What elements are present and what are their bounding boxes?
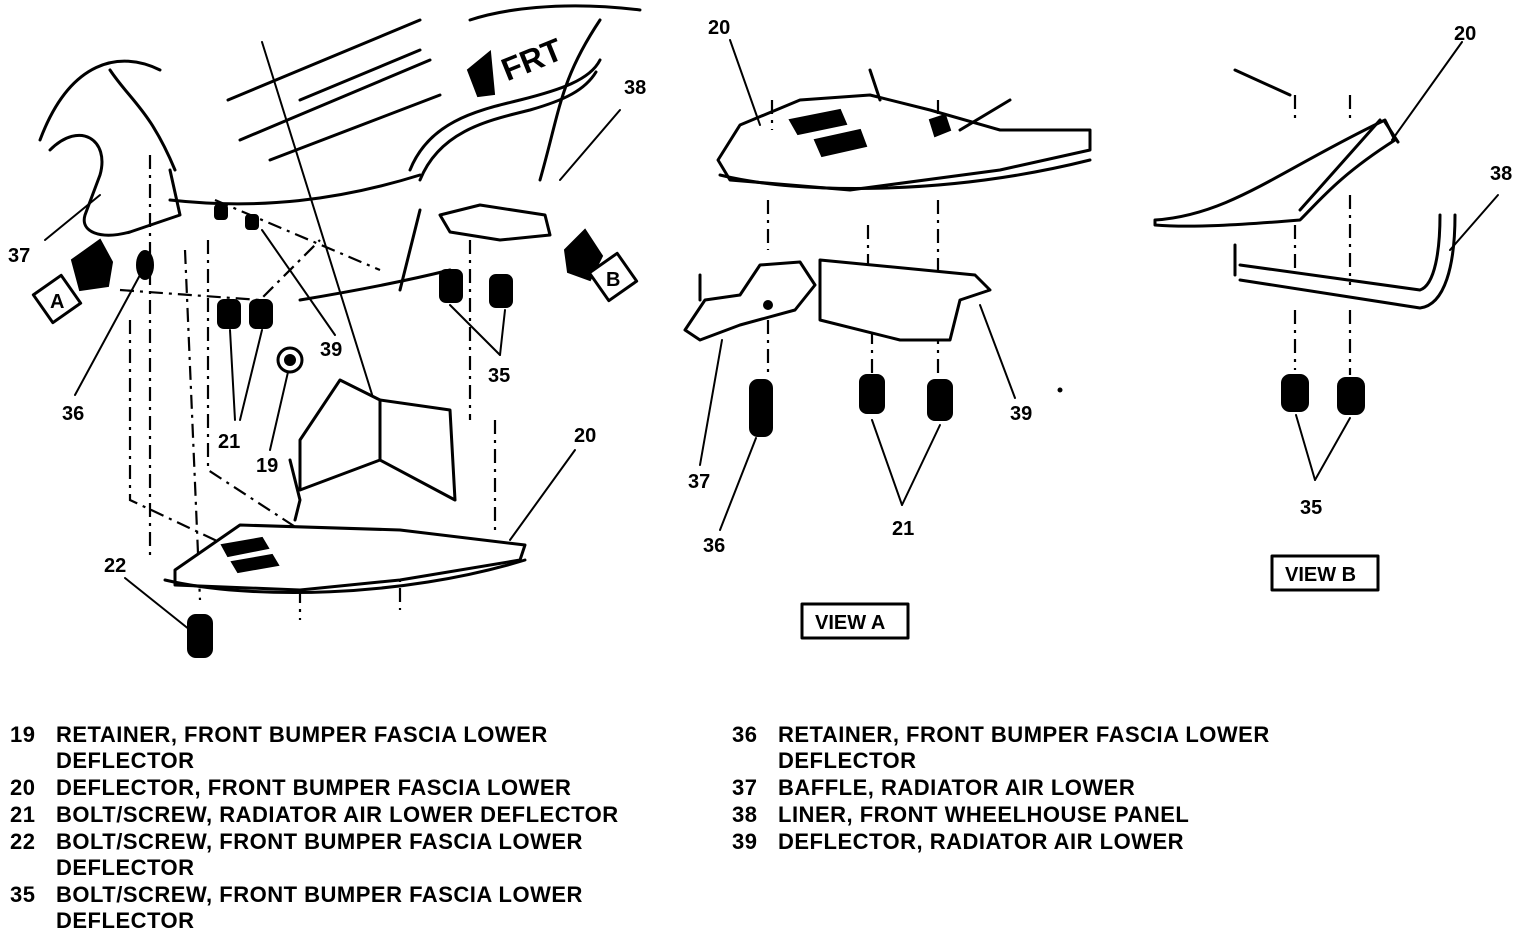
fastener-22-main — [187, 614, 213, 658]
view-b-callout-38: 38 — [1490, 163, 1512, 185]
view-b: 20 38 35 VIEW B — [1153, 23, 1512, 592]
legend-desc: RETAINER, FRONT BUMPER FASCIA LOWER DEFL… — [778, 722, 1270, 773]
legend-item: 19 RETAINER, FRONT BUMPER FASCIA LOWER DE… — [10, 722, 690, 774]
legend-desc: BOLT/SCREW, FRONT BUMPER FASCIA LOWER DE… — [56, 882, 583, 933]
legend-num: 21 — [10, 802, 36, 827]
view-a-callout-37: 37 — [688, 471, 710, 493]
view-a-callout-39: 39 — [1010, 403, 1032, 425]
view-a-callout-20: 20 — [708, 17, 730, 39]
legend-item: 21 BOLT/SCREW, RADIATOR AIR LOWER DEFLECT… — [10, 802, 690, 828]
legend-item: 20 DEFLECTOR, FRONT BUMPER FASCIA LOWER — [10, 775, 690, 801]
legend-desc: BAFFLE, RADIATOR AIR LOWER — [778, 775, 1136, 800]
view-a-callout-21: 21 — [892, 518, 914, 540]
view-marker-b: B — [606, 269, 620, 291]
view-a-callout-36: 36 — [703, 535, 725, 557]
legend-desc: RETAINER, FRONT BUMPER FASCIA LOWER DEFL… — [56, 722, 548, 773]
legend-item: 37 BAFFLE, RADIATOR AIR LOWER — [732, 775, 1372, 801]
legend-item: 35 BOLT/SCREW, FRONT BUMPER FASCIA LOWER … — [10, 882, 690, 934]
callout-21: 21 — [218, 431, 240, 453]
fastener-36-main — [136, 250, 154, 280]
callout-35: 35 — [488, 365, 510, 387]
legend-left: 19 RETAINER, FRONT BUMPER FASCIA LOWER DE… — [10, 722, 690, 935]
callout-36: 36 — [62, 403, 84, 425]
callout-20: 20 — [574, 425, 596, 447]
legend-num: 36 — [732, 722, 758, 747]
exploded-diagram: A B FRT — [8, 4, 1512, 658]
main-view: A B FRT — [8, 4, 646, 658]
legend-desc: DEFLECTOR, RADIATOR AIR LOWER — [778, 829, 1185, 854]
legend-num: 20 — [10, 775, 36, 800]
legend-num: 22 — [10, 829, 36, 854]
view-a: 20 37 36 21 39 VIEW A — [683, 17, 1092, 640]
legend-item: 39 DEFLECTOR, RADIATOR AIR LOWER — [732, 829, 1372, 855]
legend-num: 37 — [732, 775, 758, 800]
fastener-36-view-a — [749, 379, 773, 437]
fastener-35-view-b — [1281, 374, 1365, 415]
legend-desc: LINER, FRONT WHEELHOUSE PANEL — [778, 802, 1190, 827]
view-b-title: VIEW B — [1285, 564, 1356, 586]
callout-37: 37 — [8, 245, 30, 267]
legend-item: 22 BOLT/SCREW, FRONT BUMPER FASCIA LOWER … — [10, 829, 690, 881]
view-marker-a: A — [50, 291, 64, 313]
view-b-callout-35: 35 — [1300, 497, 1322, 519]
legend-num: 19 — [10, 722, 36, 747]
legend-desc: BOLT/SCREW, FRONT BUMPER FASCIA LOWER DE… — [56, 829, 583, 880]
callout-39: 39 — [320, 339, 342, 361]
legend-right: 36 RETAINER, FRONT BUMPER FASCIA LOWER DE… — [732, 722, 1372, 856]
view-b-callout-20: 20 — [1454, 23, 1476, 45]
callout-38: 38 — [624, 77, 646, 99]
fastener-21-main — [214, 204, 273, 329]
view-a-title: VIEW A — [815, 612, 885, 634]
callout-19: 19 — [256, 455, 278, 477]
legend-item: 36 RETAINER, FRONT BUMPER FASCIA LOWER DE… — [732, 722, 1372, 774]
retainer-19-main — [276, 346, 304, 374]
legend-num: 35 — [10, 882, 36, 907]
legend-desc: BOLT/SCREW, RADIATOR AIR LOWER DEFLECTOR — [56, 802, 619, 827]
fastener-21-view-a — [859, 374, 953, 421]
legend-num: 38 — [732, 802, 758, 827]
callout-22: 22 — [104, 555, 126, 577]
legend-desc: DEFLECTOR, FRONT BUMPER FASCIA LOWER — [56, 775, 572, 800]
fastener-35-main — [439, 269, 513, 308]
direction-label-frt: FRT — [496, 31, 568, 88]
legend-item: 38 LINER, FRONT WHEELHOUSE PANEL — [732, 802, 1372, 828]
legend-num: 39 — [732, 829, 758, 854]
